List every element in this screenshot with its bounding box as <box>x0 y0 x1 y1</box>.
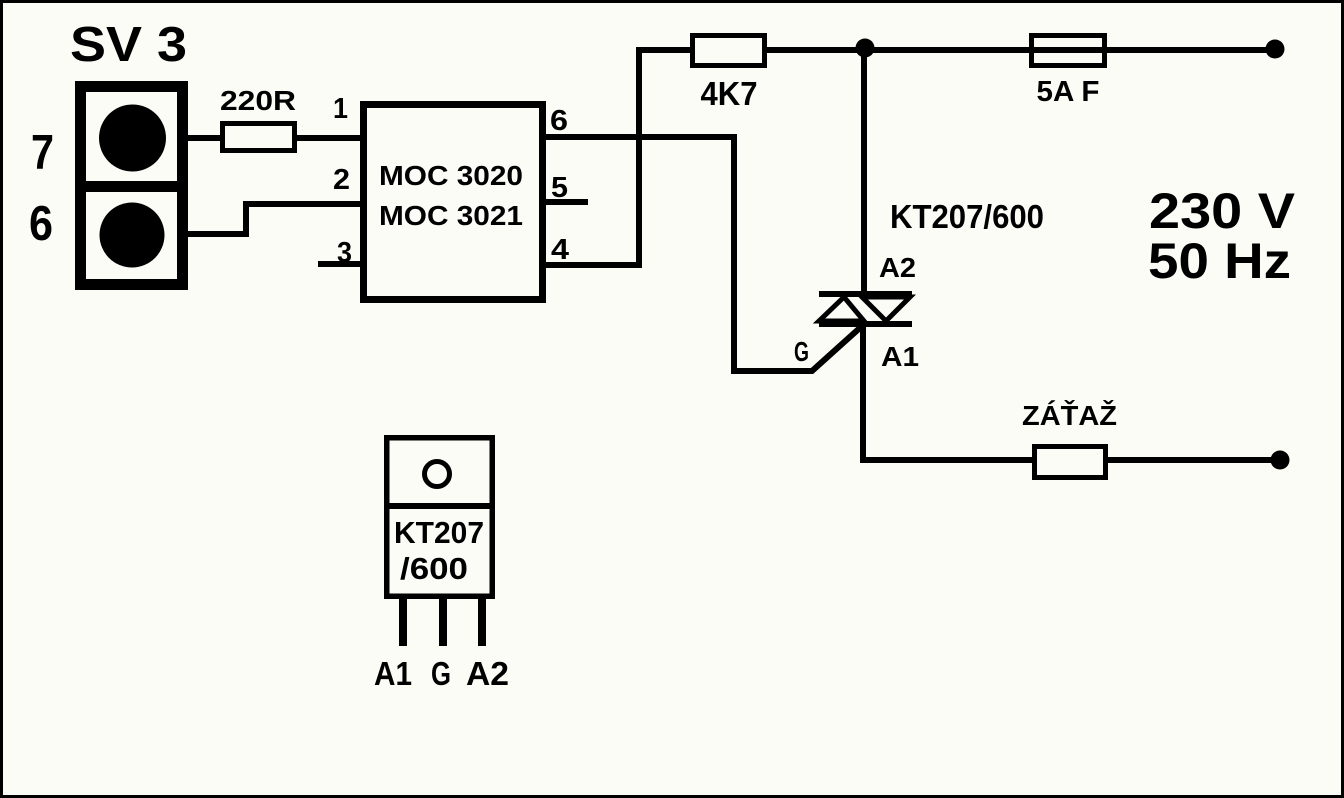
opto-pin1-label: 1 <box>333 93 348 125</box>
opto-pin6-label: 6 <box>550 105 568 137</box>
to220-leg-a1-label: A1 <box>374 655 412 692</box>
connector-pin6-label: 6 <box>29 197 53 251</box>
to220-legs <box>399 599 486 646</box>
opto-pin2-label: 2 <box>333 164 350 196</box>
connector-sv3 <box>75 81 188 290</box>
connector-pin7-label: 7 <box>31 126 54 180</box>
opto-pin3-label: 3 <box>337 237 352 269</box>
load-body <box>1032 444 1108 480</box>
resistor-4k7-body <box>690 33 767 68</box>
connector-title: SV 3 <box>70 18 187 72</box>
to220-package <box>384 435 495 646</box>
fuse-body <box>1029 33 1107 68</box>
triac-a2-label: A2 <box>879 252 916 283</box>
optocoupler-line1: MOC 3020 <box>379 160 523 191</box>
triac-triangle-down <box>855 294 917 325</box>
triac-part-label: KT207/600 <box>890 198 1044 235</box>
terminal-line <box>1265 39 1285 59</box>
wire-a1-to-load <box>860 321 1280 463</box>
connector-contact-7 <box>99 104 166 172</box>
wire-pin2-from-connector <box>150 201 363 237</box>
wire-pin4-to-line <box>543 47 1275 268</box>
mains-voltage-label: 230 V <box>1149 183 1296 239</box>
to220-leg-a2-label: A2 <box>466 655 509 692</box>
mains-frequency-label: 50 Hz <box>1148 233 1291 289</box>
triac-a1-label: A1 <box>881 341 919 372</box>
connector-divider <box>84 181 179 192</box>
to220-leg-g-label: G <box>431 655 451 692</box>
junction-dot <box>855 38 875 58</box>
optocoupler-line2: MOC 3021 <box>379 200 523 231</box>
resistor-220r-body <box>220 121 297 153</box>
triac-symbol <box>812 291 917 327</box>
triac-gate-label: G <box>794 336 809 367</box>
connector-contact-6 <box>99 202 165 268</box>
opto-pin5-label: 5 <box>551 172 568 204</box>
opto-pin4-label: 4 <box>551 234 569 266</box>
load-label: ZÁŤAŽ <box>1022 400 1117 431</box>
wire-pin6-to-gate <box>543 134 865 374</box>
optocoupler-body <box>360 101 546 303</box>
triac-triangle-up <box>812 293 870 324</box>
to220-mounting-hole <box>422 459 452 489</box>
to220-marking-line1: KT207 <box>394 515 484 550</box>
resistor-220r-label: 220R <box>220 85 296 116</box>
terminal-load <box>1270 450 1290 470</box>
resistor-4k7-label: 4K7 <box>701 75 758 112</box>
to220-marking-line2: /600 <box>400 551 468 586</box>
fuse-label: 5A F <box>1037 76 1100 108</box>
